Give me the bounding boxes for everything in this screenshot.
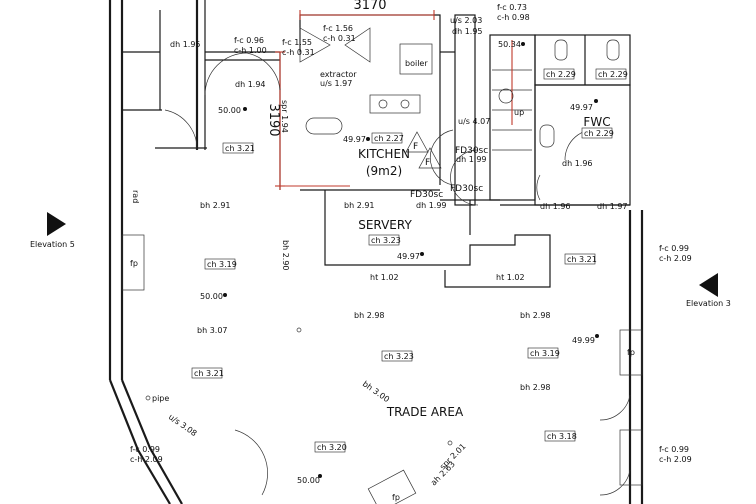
level-4997-a: 49.97 [343,135,366,144]
tag-ch-229-a: ch 2.29 [546,70,576,79]
level-5000-c: 50.00 [297,476,320,485]
note-fc-099-a: f-c 0.99 [659,244,689,253]
note-pipe: pipe [152,394,169,403]
tag-ch-321-a: ch 3.21 [225,144,255,153]
note-fc-099-b: f-c 0.99 [130,445,160,454]
note-bh-298-a: bh 2.98 [354,311,385,320]
level-4999: 49.99 [572,336,595,345]
note-fd30-a: FD30sc [455,146,488,156]
note-us-308: u/s 3.08 [167,412,199,438]
level-5000-b: 50.00 [200,292,223,301]
level-5034: 50.34 [498,40,521,49]
note-dh-196-a: dh 1.96 [562,159,593,168]
note-fc-156: f-c 1.56 [323,24,353,33]
column-marker-1 [296,327,302,333]
note-dh-195-b: dh 1.95 [170,40,201,49]
boiler-label: boiler [405,59,428,68]
elevation-3-label: Elevation 3 [686,299,731,308]
tag-ch-229-b: ch 2.29 [598,70,628,79]
servery-walls [324,190,551,288]
note-fd30-b: FD30sc [450,184,483,194]
kitchen-dimensions [275,10,435,190]
note-up: up [514,108,524,117]
tag-ch-318: ch 3.18 [547,432,577,441]
note-ht-102-a: ht 1.02 [370,273,399,282]
column-marker-2 [447,440,453,446]
room-area-kitchen: (9m2) [366,164,402,178]
extractor-height: u/s 1.97 [320,79,352,88]
note-fc-096: f-c 0.96 [234,36,264,45]
note-bh-298-b: bh 2.98 [520,311,551,320]
note-fp-2: fp [627,348,635,357]
kitchen-depth-dimension: 3190 [266,103,281,136]
note-bh-291-b: bh 2.91 [344,201,375,210]
elevation-5-label: Elevation 5 [30,240,75,249]
tag-ch-323-b: ch 3.23 [384,352,414,361]
note-dh-195-a: dh 1.95 [452,27,483,36]
note-fp-3: fp [392,493,400,502]
note-us-407: u/s 4.07 [458,117,490,126]
elevation-5-marker [47,212,66,236]
note-ch-031: c-h 0.31 [323,34,356,43]
note-ch-100: c-h 1.00 [234,46,267,55]
note-dh-194: dh 1.94 [235,80,266,89]
tag-ch-319: ch 3.19 [207,260,237,269]
note-rad: rad [131,190,140,203]
note-ch-209-b: c-h 2.09 [130,455,163,464]
extractor-label: extractor [320,70,357,79]
note-fc-099-c: f-c 0.99 [659,445,689,454]
tag-ch-227: ch 2.27 [374,134,404,143]
kitchen-width-dimension: 3170 [353,0,386,13]
level-4997-b: 49.97 [397,252,420,261]
tag-ch-321-b: ch 3.21 [194,369,224,378]
elevation-3-marker [699,273,718,297]
note-ch-209-c: c-h 2.09 [659,455,692,464]
fire-door-marker-1 [405,131,429,153]
room-label-trade-area: TRADE AREA [386,405,464,419]
note-bh-298-c: bh 2.98 [520,383,551,392]
fire-door-marker-2 [418,147,442,169]
level-4997-c: 49.97 [570,103,593,112]
tag-ch-229-c: ch 2.29 [584,129,614,138]
note-ch-098: c-h 0.98 [497,13,530,22]
level-dots [223,42,599,478]
note-spr-194: spr 1.94 [280,100,289,133]
room-label-fwc: FWC [583,115,610,129]
note-fp-1: fp [130,259,138,268]
tag-ch-319-b: ch 3.19 [530,349,560,358]
note-fc-155: f-c 1.55 [282,38,312,47]
fireplaces [121,234,643,504]
tag-ch-321-c: ch 3.21 [567,255,597,264]
ceiling-height-tags: ch 3.19 ch 3.21 ch 3.21 ch 3.21 ch 3.23 … [191,68,628,453]
note-fd30-c: FD30sc [410,190,443,200]
wc-block [454,14,631,206]
pipe-marker [145,395,151,401]
note-ch-031b: c-h 0.31 [282,48,315,57]
note-fc-073: f-c 0.73 [497,3,527,12]
tag-ch-323-a: ch 3.23 [371,236,401,245]
note-dh-196-b: dh 1.96 [540,202,571,211]
note-fd-b: F [425,158,430,168]
note-bh-307: bh 3.07 [197,326,228,335]
note-ch-209-a: c-h 2.09 [659,254,692,263]
level-5000-a: 50.00 [218,106,241,115]
note-dh-197: dh 1.97 [597,202,628,211]
note-dh-199-a: dh 1.99 [456,155,487,164]
room-label-kitchen: KITCHEN [358,147,410,161]
note-bh-300: bh 3.00 [361,379,391,404]
note-dh-199-b: dh 1.99 [416,201,447,210]
tag-ch-320: ch 3.20 [317,443,347,452]
note-ht-102-b: ht 1.02 [496,273,525,282]
note-bh-291-a: bh 2.91 [200,201,231,210]
room-label-servery: SERVERY [358,218,412,232]
note-bh-290: bh 2.90 [281,240,290,271]
note-us-203: u/s 2.03 [450,16,482,25]
note-fd-a: F [413,142,418,152]
